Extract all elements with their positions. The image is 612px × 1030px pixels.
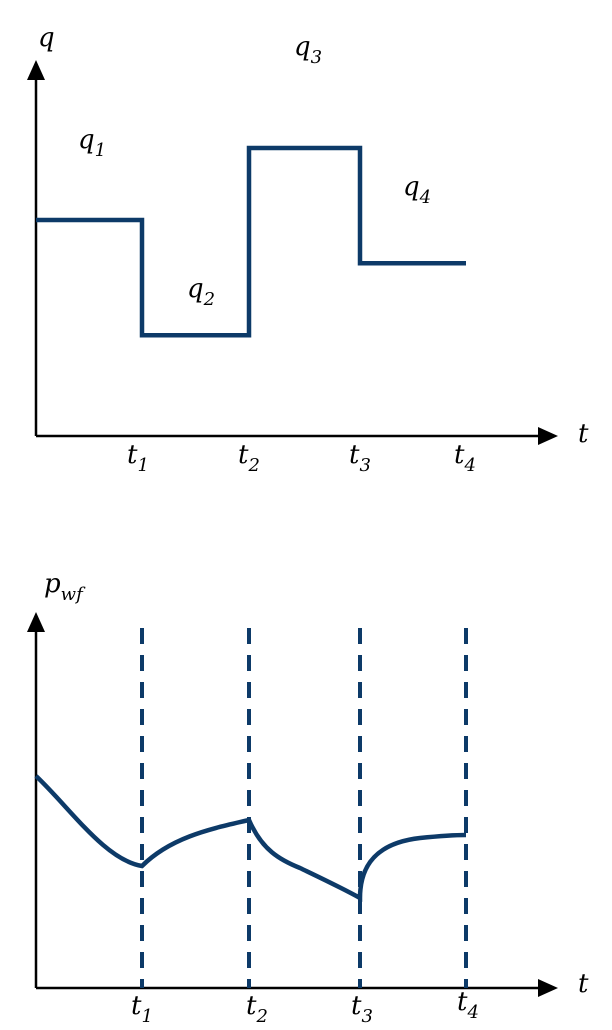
rate-x-axis-label: t: [578, 419, 589, 449]
rate-step-curve: [36, 145, 466, 338]
rate-tick-label-t4: t4: [454, 440, 476, 476]
pressure-x-axis-label: t: [578, 969, 589, 999]
rate-plot: q t q1 q2 q3 q4 t1 t2 t3 t4: [27, 23, 589, 476]
pressure-y-axis-arrow-icon: [27, 612, 45, 632]
pressure-tick-label-t2: t2: [246, 991, 268, 1027]
pressure-tick-label-t4: t4: [457, 987, 479, 1023]
step-label-q2: q2: [187, 274, 215, 310]
pressure-y-axis-label: pwf: [44, 569, 86, 605]
rate-tick-label-t1: t1: [127, 440, 149, 476]
step-label-q4: q4: [403, 172, 431, 208]
rate-x-axis-arrow-icon: [538, 427, 558, 445]
pressure-plot: pwf t t1 t2 t3 t4: [27, 569, 589, 1027]
pressure-response-curve: [34, 774, 467, 902]
pressure-tick-label-t3: t3: [351, 991, 373, 1027]
pressure-x-axis-arrow-icon: [538, 979, 558, 997]
rate-y-axis-label: q: [38, 23, 55, 53]
rate-tick-label-t2: t2: [238, 440, 260, 476]
pressure-tick-label-t1: t1: [131, 991, 153, 1027]
step-label-q1: q1: [78, 125, 106, 161]
rate-tick-label-t3: t3: [349, 440, 371, 476]
step-label-q3: q3: [294, 32, 322, 68]
rate-y-axis-arrow-icon: [27, 60, 45, 80]
